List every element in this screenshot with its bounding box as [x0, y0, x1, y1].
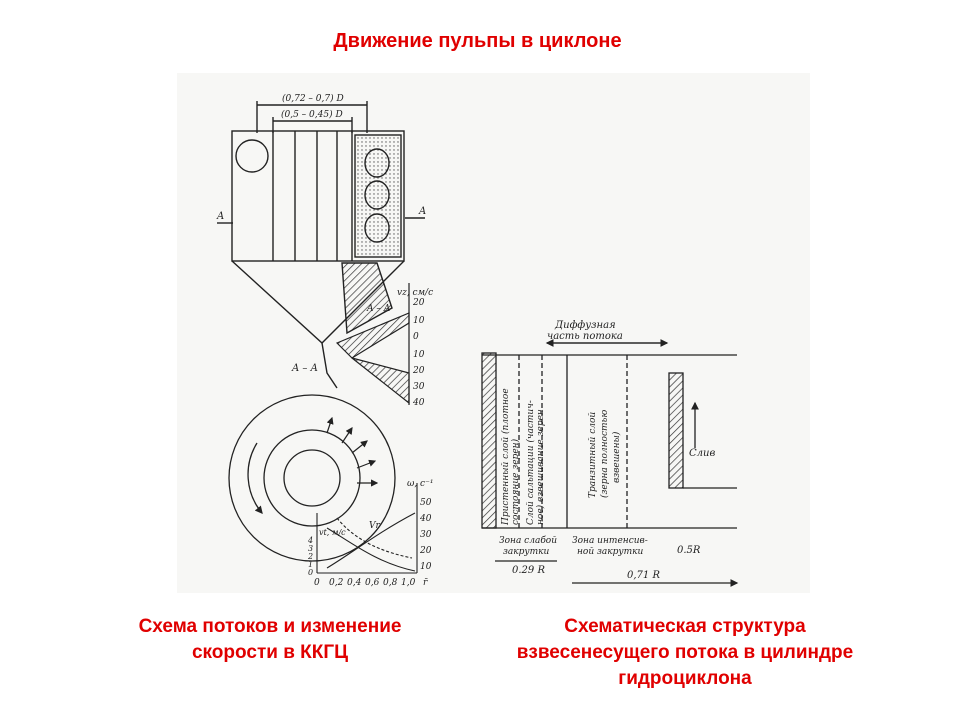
- vz-tick: 40: [412, 398, 425, 408]
- vr-label: Vr: [369, 521, 380, 531]
- zone-weak-line1: Зона слабой: [499, 535, 557, 546]
- layer3-line2: (зерна полностью: [599, 410, 610, 498]
- diffuse-label-2: часть потока: [547, 331, 623, 342]
- r029-label: 0.29 R: [512, 565, 545, 576]
- layer-labels: Пристенный слой (плотное состояние зерен…: [500, 388, 622, 526]
- r05-label: 0.5R: [677, 545, 701, 556]
- diffuse-label-1: Диффузная: [554, 320, 616, 331]
- zone-weak-line2: закрутки: [503, 547, 550, 557]
- omega-vt-plot: [316, 483, 418, 574]
- caption-left-line2: скорости в ККГЦ: [191, 642, 349, 663]
- vz-tick: 30: [413, 382, 425, 392]
- flow-structure-diagram: [481, 339, 739, 587]
- omega-tick: 20: [419, 546, 432, 556]
- r071-label: 0,71 R: [627, 570, 660, 581]
- layer1-line1: Пристенный слой (плотное: [500, 388, 511, 526]
- section-a-left: A: [216, 211, 224, 222]
- r-ticks: 0 0,2 0,4 0,6 0,8 1,0 r̄: [314, 578, 428, 588]
- slide-title: Движение пульпы в циклоне: [333, 30, 622, 52]
- vt-axis-label: vt, м/с: [319, 528, 346, 537]
- vz-velocity-plot: [335, 283, 410, 405]
- omega-tick: 40: [419, 514, 432, 524]
- vz-tick-labels: 20 10 0 10 20 30 40: [412, 298, 425, 408]
- vz-axis-label: vz, см/с: [397, 288, 433, 298]
- omega-axis-label: ω, с⁻¹: [407, 479, 433, 489]
- caption-left-line1: Схема потоков и изменение: [138, 616, 402, 637]
- r-tick: 0: [314, 578, 320, 588]
- caption-left: Схема потоков и изменение скорости в ККГ…: [95, 614, 445, 666]
- r-tick: 0,8: [383, 578, 398, 588]
- r-tick: 0,6: [365, 578, 380, 588]
- vt-tick: 3: [308, 544, 313, 553]
- vz-tick: 20: [412, 298, 425, 308]
- layer2-line2: ное) взвешивание зерен: [535, 409, 546, 525]
- section-aa-top: A – A: [366, 304, 391, 314]
- section-aa-plan: [228, 394, 396, 562]
- omega-ticks: 50 40 30 20 10: [419, 498, 432, 572]
- vz-tick: 20: [412, 366, 425, 376]
- vt-tick: 1: [308, 560, 313, 569]
- zone-intense-line1: Зона интенсив-: [572, 536, 648, 546]
- vz-tick: 10: [413, 350, 425, 360]
- caption-right-line1: Схематическая структура: [564, 616, 806, 637]
- dim-inner-label: (0,5 – 0,45) D: [281, 109, 343, 120]
- layer3-line1: Транзитный слой: [588, 412, 598, 498]
- drain-label: Слив: [689, 448, 715, 459]
- r-tick: 0,4: [347, 578, 362, 588]
- vt-tick: 4: [307, 536, 313, 545]
- omega-tick: 50: [420, 498, 432, 508]
- caption-right-line2: взвесенесущего потока в цилиндре: [516, 642, 854, 663]
- layer3-line3: взвешены): [611, 431, 622, 483]
- omega-tick: 30: [420, 530, 432, 540]
- scanned-figure: (0,72 – 0,7) D (0,5 – 0,45) D A A vz, см…: [177, 73, 810, 593]
- cyclone-diagrams: (0,72 – 0,7) D (0,5 – 0,45) D A A vz, см…: [216, 93, 739, 588]
- r-tick: r̄: [423, 578, 428, 588]
- r-tick: 1,0: [401, 578, 416, 588]
- zone-intense-line2: ной закрутки: [577, 547, 644, 557]
- section-aa-bottom: A – A: [291, 363, 318, 374]
- caption-right-line3: гидроциклона: [618, 668, 752, 689]
- vt-tick: 2: [307, 552, 313, 561]
- vt-ticks: 4 3 2 1 0: [307, 536, 313, 577]
- vz-tick: 0: [413, 332, 419, 342]
- layer1-line2: состояние зерен): [510, 438, 521, 525]
- section-a-right: A: [418, 206, 426, 217]
- caption-right: Схематическая структура взвесенесущего п…: [470, 614, 900, 692]
- dim-top-label: (0,72 – 0,7) D: [282, 93, 344, 104]
- vt-tick: 0: [308, 568, 313, 577]
- vz-tick: 10: [413, 316, 425, 326]
- omega-tick: 10: [420, 562, 432, 572]
- layer2-line1: Слой сальтации (частич-: [525, 400, 536, 525]
- r-tick: 0,2: [329, 578, 344, 588]
- cyclone-side-view: [217, 101, 425, 389]
